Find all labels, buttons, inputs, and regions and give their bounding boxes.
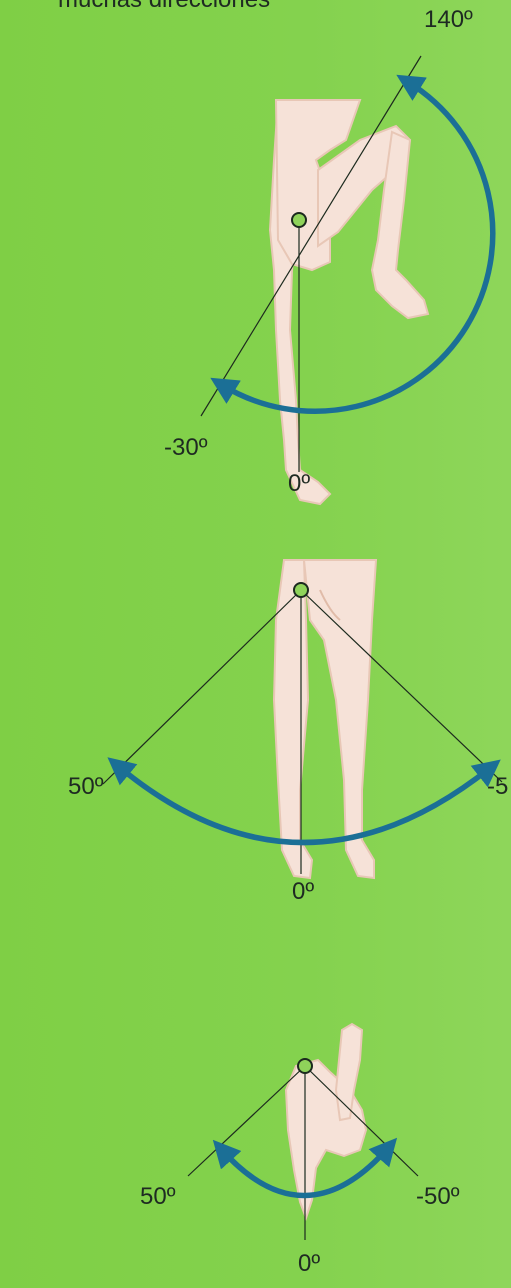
rotation-panel	[187, 1022, 419, 1240]
label-minus-50-degrees: -50º	[416, 1183, 460, 1210]
hip-joint-marker-3	[297, 1058, 313, 1074]
hip-crease	[319, 589, 341, 621]
label-50-degrees-abduction: 50º	[68, 773, 104, 800]
raised-foot	[334, 1022, 364, 1122]
label-0-degrees-3: 0º	[298, 1250, 321, 1277]
label-minus-30-degrees: -30º	[164, 434, 208, 461]
hip-joint-marker-2	[293, 582, 309, 598]
abduction-line	[102, 589, 302, 785]
adduction-line	[300, 589, 503, 783]
label-minus-5-degrees: -5	[487, 773, 509, 800]
label-0-degrees-2: 0º	[292, 878, 315, 905]
abduction-adduction-panel	[102, 559, 503, 880]
abduction-arc-arrow	[107, 757, 501, 846]
internal-rotation-line	[304, 1065, 419, 1177]
flexion-arc-arrow	[210, 74, 496, 415]
left-leg	[272, 559, 314, 880]
rotation-arc-arrow	[212, 1137, 398, 1199]
label-140-degrees: 140º	[424, 6, 473, 33]
external-rotation-line	[187, 1065, 306, 1177]
header-text: muchas direcciones	[58, 0, 270, 14]
flexion-extension-panel	[200, 55, 496, 506]
label-0-degrees-1: 0º	[288, 470, 311, 497]
label-50-degrees-rotation: 50º	[140, 1183, 176, 1210]
hip-joint-marker	[291, 212, 307, 228]
right-leg	[302, 559, 378, 880]
